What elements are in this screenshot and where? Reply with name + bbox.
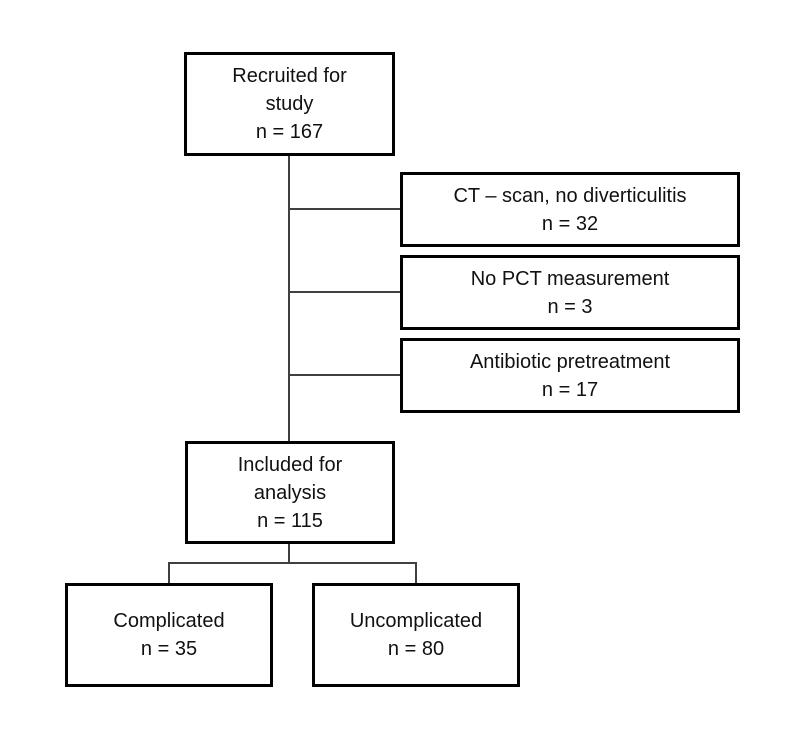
node-count: n = 80 [387,638,445,660]
node-line: study [265,93,314,115]
node-line: CT – scan, no diverticulitis [453,184,687,207]
node-excluded-ct-scan: CT – scan, no diverticulitis n = 32 [400,172,740,247]
node-line: Antibiotic pretreatment [469,350,671,373]
node-line: Complicated [113,610,225,632]
node-recruited: Recruited for study n = 167 [184,52,395,156]
node-line: No PCT measurement [470,267,670,290]
connector-split-to-complicated [168,562,170,583]
node-count: n = 32 [541,212,599,235]
connector-recruited-to-included [288,156,290,441]
node-excluded-antibiotic: Antibiotic pretreatment n = 17 [400,338,740,413]
connector-branch-ct-scan [289,208,400,210]
node-line: Uncomplicated [349,610,483,632]
connector-split-to-uncomplicated [415,562,417,583]
node-count: n = 115 [257,509,323,532]
connector-included-to-split [288,544,290,564]
connector-split-horizontal [168,562,417,564]
node-line: Included for [237,453,343,476]
node-line: analysis [253,481,327,504]
node-line: Recruited for [232,65,347,87]
connector-branch-antibiotic [289,374,400,376]
node-count: n = 167 [255,121,324,143]
node-included: Included for analysis n = 115 [185,441,395,544]
node-uncomplicated: Uncomplicated n = 80 [312,583,520,687]
node-excluded-no-pct: No PCT measurement n = 3 [400,255,740,330]
connector-branch-no-pct [289,291,400,293]
node-count: n = 3 [547,295,593,318]
node-count: n = 17 [541,378,599,401]
node-complicated: Complicated n = 35 [65,583,273,687]
node-count: n = 35 [140,638,198,660]
